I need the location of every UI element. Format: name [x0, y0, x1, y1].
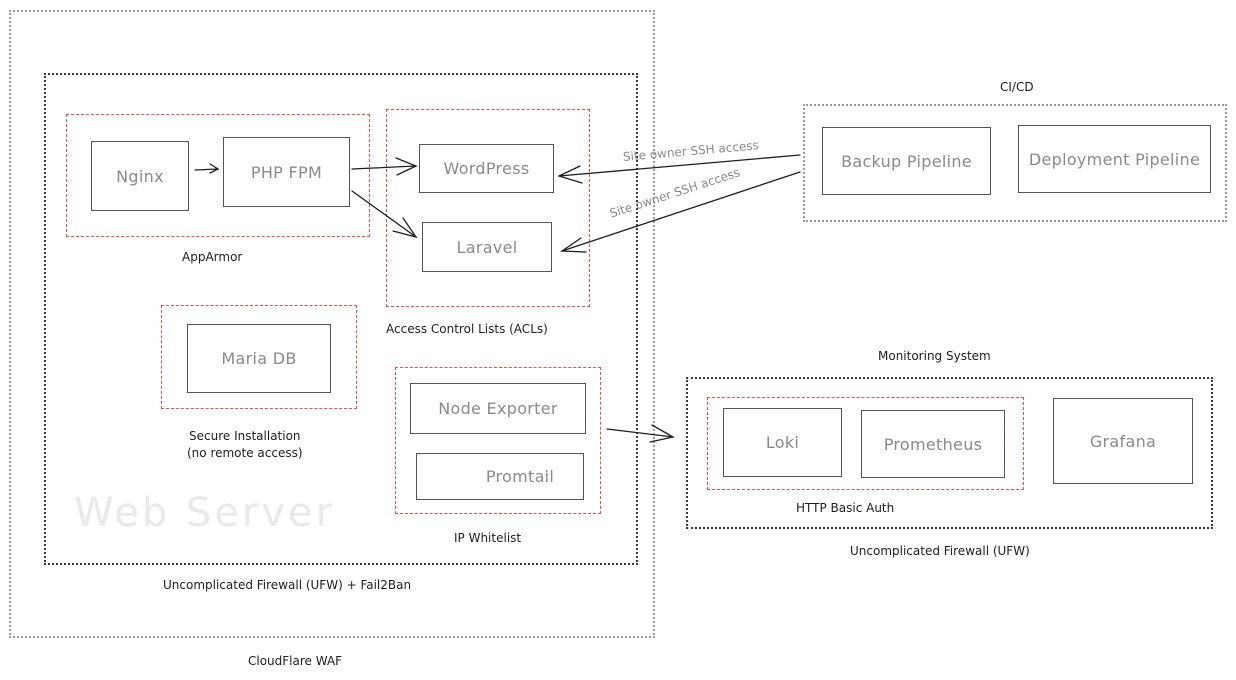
monitoring-title: Monitoring System	[878, 349, 991, 363]
loki-node-label: Loki	[765, 433, 800, 452]
nginx-node[interactable]: Nginx	[91, 141, 189, 211]
ip-whitelist-zone	[395, 367, 601, 514]
wordpress-node-label: WordPress	[443, 159, 530, 178]
grafana-node[interactable]: Grafana	[1053, 398, 1193, 484]
deployment-pipeline-node[interactable]: Deployment Pipeline	[1018, 125, 1211, 193]
ip-whitelist-label: IP Whitelist	[454, 531, 522, 545]
wordpress-node[interactable]: WordPress	[419, 144, 554, 193]
edge-ssh-to-laravel[interactable]	[560, 171, 801, 253]
promtail-node-label: Promtail	[485, 467, 555, 486]
acl-label: Access Control Lists (ACLs)	[386, 322, 548, 336]
node-exporter-node[interactable]: Node Exporter	[410, 383, 586, 434]
grafana-node-label: Grafana	[1089, 431, 1157, 451]
prometheus-node-label: Prometheus	[883, 434, 983, 454]
laravel-node[interactable]: Laravel	[422, 222, 552, 272]
cicd-title: CI/CD	[1000, 80, 1034, 94]
promtail-node[interactable]: Promtail	[416, 453, 584, 500]
ufw-fail2ban-label: Uncomplicated Firewall (UFW) + Fail2Ban	[163, 578, 412, 592]
prometheus-node[interactable]: Prometheus	[861, 410, 1005, 478]
secure-installation-zone	[161, 305, 357, 409]
edge-ssh-to-wordpress[interactable]	[557, 154, 801, 184]
http-basic-auth-zone	[707, 397, 1024, 490]
loki-node[interactable]: Loki	[723, 408, 842, 477]
apparmor-zone	[66, 114, 370, 237]
web-server-zone	[44, 73, 638, 565]
mariadb-node[interactable]: Maria DB	[187, 324, 331, 393]
monitoring-zone	[686, 377, 1213, 529]
php-fpm-node-label: PHP FPM	[250, 162, 323, 182]
backup-pipeline-node[interactable]: Backup Pipeline	[822, 127, 991, 195]
cicd-zone	[803, 104, 1227, 222]
edge-php-fpm-to-laravel[interactable]	[351, 190, 418, 239]
mariadb-node-label: Maria DB	[221, 349, 297, 368]
apparmor-label: AppArmor	[182, 250, 243, 264]
monitoring-ufw-label: Uncomplicated Firewall (UFW)	[850, 544, 1030, 558]
node-exporter-node-label: Node Exporter	[438, 399, 558, 418]
cloudflare-waf-label: CloudFlare WAF	[248, 654, 343, 668]
http-basic-auth-label: HTTP Basic Auth	[796, 501, 895, 515]
nginx-node-label: Nginx	[116, 166, 164, 186]
php-fpm-node[interactable]: PHP FPM	[223, 137, 350, 207]
cloudflare-waf-zone	[9, 10, 655, 638]
deployment-pipeline-node-label: Deployment Pipeline	[1028, 149, 1201, 169]
backup-pipeline-node-label: Backup Pipeline	[841, 151, 972, 171]
secure-installation-label: Secure Installation (no remote access)	[187, 429, 303, 460]
edge-ip-whitelist-to-monitoring[interactable]	[606, 424, 675, 443]
acl-zone	[386, 109, 590, 307]
laravel-node-label: Laravel	[456, 237, 518, 257]
web-server-watermark: Web Server	[74, 490, 336, 536]
edge-nginx-to-php-fpm[interactable]	[194, 163, 220, 174]
edge-php-fpm-to-wordpress[interactable]	[351, 157, 418, 176]
